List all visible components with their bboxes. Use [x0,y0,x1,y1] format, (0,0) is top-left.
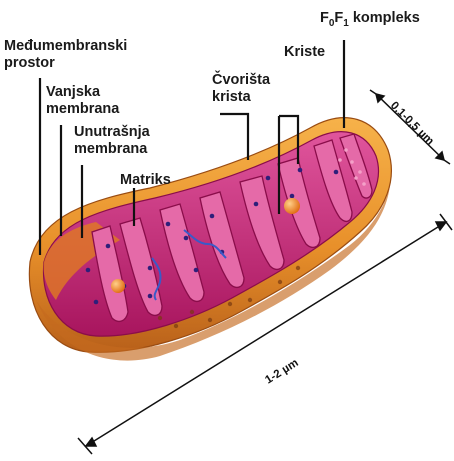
label-matrix: Matriks [120,172,171,189]
label-outer-line1: Vanjska [46,84,119,101]
label-intermembrane-line2: prostor [4,55,127,72]
label-junction-line2: krista [212,89,270,106]
label-inner-membrane: Unutrašnja membrana [74,124,150,158]
label-intermembrane: Međumembranski prostor [4,38,127,72]
label-inner-line1: Unutrašnja [74,124,150,141]
leader-junction [220,114,248,160]
ribosome-2 [284,198,300,214]
width-label: 0,1-0,5 µm [388,100,436,148]
label-inner-line2: membrana [74,141,150,158]
label-junction-line1: Čvorišta [212,72,270,89]
label-intermembrane-line1: Međumembranski [4,38,127,55]
label-atp-synthase: F0F1 kompleks [320,10,420,32]
ribosome-1 [111,279,125,293]
label-atp-mid: F [334,10,343,26]
length-label: 1-2 µm [263,357,300,387]
label-atp-prefix: F [320,10,329,26]
label-cristae-junction: Čvorišta krista [212,72,270,106]
label-outer-membrane: Vanjska membrana [46,84,119,118]
label-cristae: Kriste [284,44,325,61]
label-atp-suffix: kompleks [349,10,420,26]
label-outer-line2: membrana [46,101,119,118]
